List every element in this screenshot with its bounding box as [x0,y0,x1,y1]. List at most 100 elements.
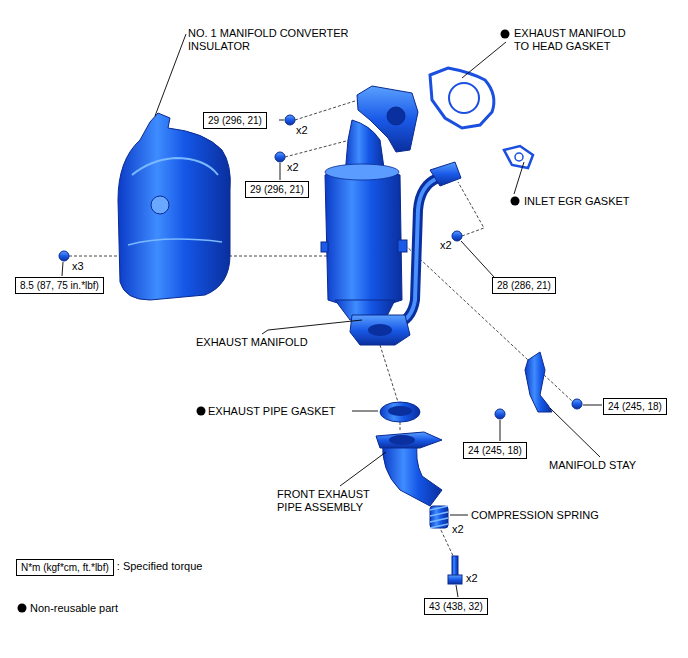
nut [452,231,462,241]
non-reusable-dot [197,407,206,416]
legend-dot [18,604,27,613]
pipe-flange [376,432,442,448]
leader-line [340,452,386,486]
exhaust-pipe-gasket [380,402,420,422]
outlet-port [368,324,392,336]
leader-lines [62,34,602,597]
bolt-shaft [452,556,458,576]
part-name: MANIFOLD STAY [549,459,636,472]
head-gasket-port [449,83,479,113]
bolt [275,152,285,162]
gaskets [430,68,533,168]
nut [572,399,582,409]
non-reusable-dot [501,30,510,39]
insulator-boss [321,242,328,252]
torque-value: 24 (245, 18) [608,400,662,413]
manifold-stay [525,352,552,412]
leader-line [583,405,602,406]
manifold-flange [357,86,418,152]
spring-body [430,506,448,528]
torque-value: 43 (438, 32) [429,600,483,613]
assembly-line [400,422,401,432]
bolt [59,251,69,261]
torque-value: 24 (245, 18) [468,444,522,457]
leader-line [450,515,468,516]
part-name: INLET EGR GASKET [524,195,630,208]
fasteners [59,115,582,419]
non-reusable-marks [18,30,520,613]
leader-line [62,262,63,276]
manifold-port [387,107,405,125]
egr-flange [430,162,461,186]
pipe-port [389,435,415,445]
insulator-hole [151,196,169,214]
pipe-body [383,440,442,506]
assembly-lines [69,100,573,560]
part-name: COMPRESSION SPRING [471,509,599,522]
quantity-note: x2 [452,523,464,536]
egr-gasket [504,146,533,168]
bolt [495,409,505,419]
torque-box: 24 (245, 18) [463,442,527,459]
assembly-line [295,100,358,120]
compression-spring [430,506,448,528]
assembly-line [405,245,573,402]
insulator-rib [132,158,218,175]
part-name: EXHAUST MANIFOLD TO HEAD GASKET [514,27,639,53]
spring-coils [430,506,448,528]
torque-box: 8.5 (87, 75 in.*lbf) [15,277,104,294]
outlet-flange [350,315,410,345]
assembly-line [458,182,484,236]
leader-line [514,162,524,194]
egr-gasket-port [515,153,523,161]
bolt [285,115,295,125]
leader-line [550,408,600,457]
leader-line [462,42,506,78]
spring-bolt [448,556,462,584]
torque-box: 43 (438, 32) [424,598,488,615]
torque-value: 8.5 (87, 75 in.*lbf) [20,279,99,292]
pipe-gasket-hole [388,406,412,416]
legend-text: : Specified torque [117,560,203,573]
pipe-gasket-ring [380,402,420,422]
insulator-shape [118,113,230,300]
leader-line [279,120,284,121]
heat-insulator [118,113,230,300]
insulator-rib [128,239,222,245]
leader-line [500,420,501,441]
torque-box: 29 (296, 21) [203,112,267,129]
torque-box: 29 (296, 21) [245,181,309,198]
legend-torque-box: N*m (kgf*cm, ft.*lbf) [16,559,114,576]
part-name: EXHAUST PIPE GASKET [208,405,336,418]
exhaust-manifold [321,86,461,345]
torque-box: 24 (245, 18) [603,398,667,415]
part-name: NO. 1 MANIFOLD CONVERTER INSULATOR [188,27,363,53]
assembly-line [380,345,398,402]
leader-line [352,411,378,412]
stay-boss [398,240,407,252]
torque-value: 28 (286, 21) [497,279,551,292]
part-name: FRONT EXHAUST PIPE ASSEMBLY [277,488,377,514]
bolt-head [448,575,462,584]
leader-line [262,320,362,334]
quantity-note: x2 [287,161,299,174]
legend-text: Non-reusable part [30,602,118,615]
quantity-note: x2 [440,239,452,252]
torque-value: N*m (kgf*cm, ft.*lbf) [21,561,109,574]
head-gasket [430,68,494,128]
assembly-line [285,140,350,157]
quantity-note: x2 [466,572,478,585]
part-name: EXHAUST MANIFOLD [196,336,308,349]
torque-box: 28 (286, 21) [492,277,556,294]
torque-value: 29 (296, 21) [208,114,262,127]
converter-body [325,168,402,308]
front-exhaust-pipe [376,432,442,506]
leader-line [280,163,281,180]
egr-pipe [395,178,438,325]
quantity-note: x3 [72,260,84,273]
leader-line [461,241,494,277]
converter-top [325,164,399,180]
leader-line [456,585,458,597]
torque-value: 29 (296, 21) [250,183,304,196]
